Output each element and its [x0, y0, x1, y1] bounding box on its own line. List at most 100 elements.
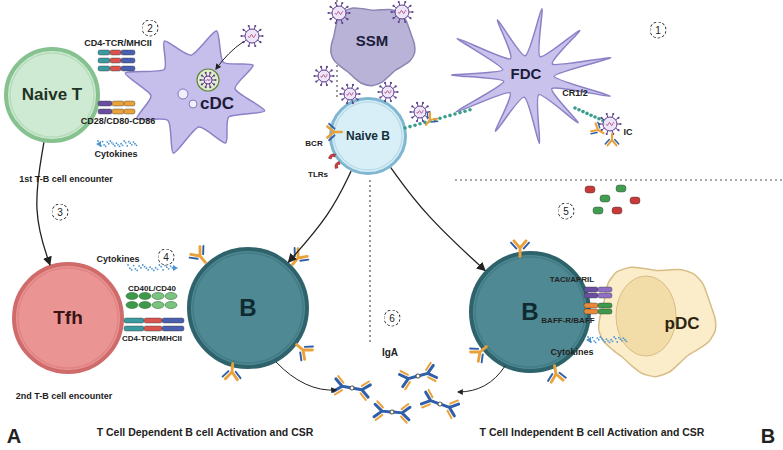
annotation-label: Cytokines [550, 347, 593, 357]
virus-particle [339, 84, 360, 104]
receptor-segment [144, 318, 162, 323]
cell-name: Tfh [53, 307, 83, 329]
iga-dimer [399, 362, 438, 389]
secretion-arrow [458, 366, 505, 392]
cell-inner-ring [18, 268, 118, 368]
secreted-factor [612, 207, 622, 214]
cell-name: pDC [665, 314, 700, 334]
antibody-symbol [327, 124, 341, 141]
annotation-label: TACI/APRIL [550, 275, 594, 284]
antibody-symbol [286, 247, 310, 271]
annotation-label: IC [624, 127, 633, 137]
receptor-segment [110, 58, 121, 63]
annotation-label: 1st T-B cell encounter [19, 174, 113, 184]
secretion-arrow [276, 362, 336, 390]
antibody-symbol [222, 363, 241, 380]
secreted-factor [593, 207, 603, 214]
phagosome [197, 69, 219, 91]
cell-name: Naive B [346, 129, 390, 143]
iga-dimer [420, 389, 459, 419]
receptor-segment [110, 50, 121, 55]
section-title: T Cell Independent B cell Activation and… [480, 426, 705, 438]
section-title: T Cell Dependent B cell Activation and C… [97, 426, 314, 438]
antibody-symbol [188, 245, 212, 269]
virus-particle [377, 82, 398, 102]
cd40-ligand-pair [139, 293, 151, 300]
secreted-factor [630, 197, 640, 204]
annotation-label: CD40L/CD40 [128, 284, 176, 293]
receptor-segment [598, 309, 612, 314]
divider-line [369, 180, 370, 345]
virus-particle [240, 25, 263, 47]
cd40-ligand-pair [152, 302, 164, 309]
virus-particle [327, 2, 350, 24]
cd40-ligand-pair [165, 302, 177, 309]
antibody-symbol [546, 364, 566, 382]
cell-inner-ring [334, 102, 402, 170]
antibody-symbol [590, 121, 607, 139]
cytokine-dots [127, 264, 178, 271]
vesicle [189, 100, 197, 108]
cell-name: Naive T [22, 85, 82, 105]
cell-membrane [189, 249, 307, 367]
cell-membrane [451, 9, 610, 144]
virus-particle [199, 72, 216, 88]
receptor-segment [584, 303, 598, 308]
cell-membrane [125, 31, 265, 153]
callout-number: 3 [52, 204, 69, 221]
cell-membrane [331, 99, 406, 174]
cell-node: B [187, 247, 309, 369]
receptor-segment [98, 101, 112, 106]
cell-membrane [14, 264, 122, 372]
receptor-segment [121, 66, 135, 71]
complement-chain [573, 106, 605, 122]
receptor-segment [598, 303, 612, 308]
receptor-segment [121, 50, 135, 55]
annotation-label: IgA [382, 347, 398, 358]
vesicle [178, 89, 188, 99]
panel-letter: B [761, 425, 775, 448]
flow-arrow [288, 171, 351, 262]
panel-letter: A [7, 425, 21, 448]
cytokine-dots [586, 336, 627, 343]
cell-node: Naive B [329, 97, 407, 175]
virus-particle [390, 1, 413, 23]
cd40-ligand-pair [139, 302, 151, 309]
annotation-label: CR1/2 [562, 88, 588, 98]
callout-number: 1 [650, 22, 667, 39]
receptor-segment [584, 287, 598, 292]
antibody-symbol [605, 134, 619, 146]
uptake-arrow [216, 42, 243, 69]
receptor-segment [98, 58, 110, 63]
callout-number: 5 [558, 203, 575, 220]
receptor-segment [121, 58, 135, 63]
antibody-symbol [291, 338, 315, 362]
receptor-segment [144, 326, 162, 331]
tlr-symbol [334, 161, 341, 170]
cell-node: FDC [441, 6, 616, 146]
annotation-label: CD28/CD80-CD86 [81, 116, 156, 126]
cell-name: FDC [511, 65, 542, 82]
complement-chain [403, 108, 472, 130]
receptor-segment [110, 66, 121, 71]
flow-arrow [391, 168, 485, 271]
divider-line [455, 179, 783, 180]
iga-dimer [374, 401, 411, 423]
cell-inner-ring [193, 253, 303, 363]
cell-outline [592, 259, 720, 377]
receptor-segment [162, 326, 184, 331]
cd40-ligand-pair [126, 302, 138, 309]
receptor-segment [598, 293, 612, 298]
annotation-label: Cytokines [94, 149, 137, 159]
cell-node: Tfh [12, 262, 124, 374]
annotation-label: BAFF-R/BAFF [541, 316, 594, 325]
annotation-label: CD4-TCR/MHCII [84, 38, 152, 48]
secreted-factor [585, 186, 595, 193]
cell-name: cDC [200, 94, 234, 114]
antibody-symbol [511, 241, 529, 257]
cell-membrane [599, 267, 716, 376]
